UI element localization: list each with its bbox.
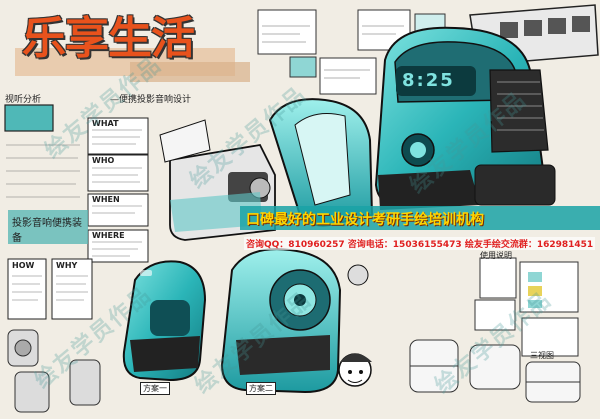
- sketch-main-product: [374, 26, 556, 210]
- promo-band: [240, 206, 600, 230]
- usage-label: 使用说明: [480, 251, 512, 260]
- left-caption: 投影音响便携装备: [12, 218, 82, 244]
- sketch-backpack-product: [122, 260, 207, 382]
- info-box-scribbles: [6, 129, 142, 301]
- ui-screen-lines: [262, 25, 404, 79]
- sketch-small-cubes: [7, 329, 101, 413]
- scheme-one-label: 方案一: [140, 382, 170, 395]
- label-who: WHO: [90, 156, 117, 165]
- concept-badge: [4, 104, 54, 132]
- label-where: WHERE: [90, 231, 127, 240]
- label-when: WHEN: [90, 195, 122, 204]
- label-what: WHAT: [90, 119, 121, 128]
- three-view-drawing: [409, 339, 581, 403]
- sketch-round-product: [220, 248, 369, 394]
- product-clock-display: 8:25: [402, 70, 455, 91]
- usage-panel-fills: [528, 272, 542, 308]
- promo-title: 口碑最好的工业设计考研手绘培训机构: [246, 212, 484, 228]
- subtitle-left: 视听分析: [5, 95, 42, 105]
- label-how: HOW: [10, 261, 37, 270]
- subtitle-right: —便携投影音响设计: [110, 95, 192, 105]
- scheme-two-label: 方案二: [246, 382, 276, 395]
- title-backdrop: [15, 48, 250, 82]
- label-why: WHY: [54, 261, 80, 270]
- three-view-label: 三视图: [530, 351, 554, 360]
- poster-title: 乐享生活: [22, 13, 195, 64]
- left-band: [8, 210, 88, 244]
- promo-contact: 咨询QQ：810960257 咨询电话：15036155473 绘友手绘交流群：…: [244, 237, 596, 250]
- sketch-arch-product: [159, 98, 374, 241]
- sketch-cartoon-face: [338, 353, 372, 387]
